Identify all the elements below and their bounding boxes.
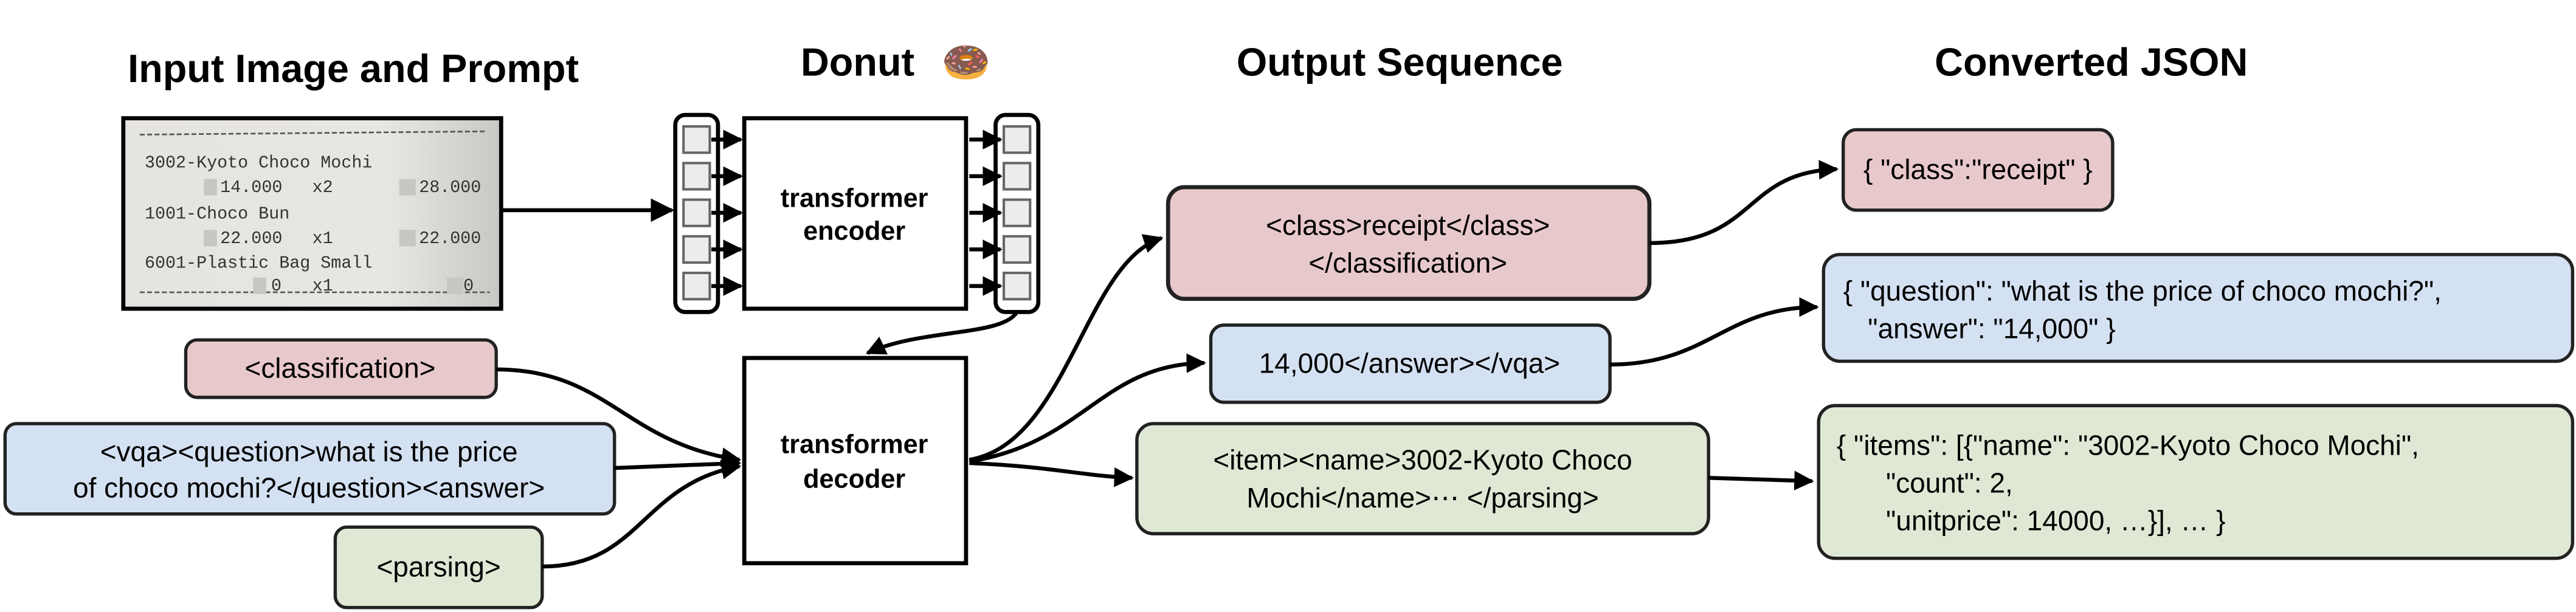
token-cell [682,198,711,227]
output-classification-line: </classification> [1308,247,1507,279]
arrow-class-to-json [1649,160,1839,246]
donut-emoji-icon: 🍩 [942,40,991,84]
receipt-item-total: 28.000 [419,177,481,198]
prompt-classification: <classification> [245,352,436,383]
header-input: Input Image and Prompt [128,46,579,91]
token-cell [682,235,711,264]
receipt-item-total: 0 [463,276,474,296]
prompt-parsing: <parsing> [376,551,500,582]
arrow-decoder-to-vqa [969,353,1206,464]
json-vqa-line: "answer": "14,000" } [1868,313,2115,345]
output-classification-line: <class>receipt</class> [1266,209,1550,241]
arrow-decoder-to-parsing [969,461,1134,487]
arrow-vqa-to-json [1610,297,1819,367]
encoder-label: transformer [781,184,928,213]
arrow-encoder-to-decoder [865,311,1019,355]
receipt-item-qty: x1 [313,229,333,249]
encoder-label: encoder [803,216,905,246]
token-cell [682,125,711,154]
arrow-prompt-parsing [542,459,742,569]
receipt-item-qty: x1 [313,276,333,296]
token-cell [1003,272,1032,301]
receipt-item-name: 3002-Kyoto Choco Mochi [145,153,372,173]
receipt-item-qty: x2 [313,177,333,198]
arrow-parsing-to-json [1708,470,1814,490]
receipt-item-price: 0 [271,276,281,296]
arrow-prompt-classification [496,367,742,467]
decoder-label: decoder [803,464,905,493]
output-parsing-box [1135,422,1710,535]
receipt-item-price: 22.000 [220,229,282,249]
arrow-prompt-vqa [614,453,742,474]
json-parsing-line: "unitprice": 14000, …}], … } [1886,505,2225,537]
token-cell [682,272,711,301]
prompt-vqa-box [3,422,616,516]
receipt-item-price: 14.000 [220,177,282,198]
token-cell [1003,125,1032,154]
receipt-item-name: 1001-Choco Bun [145,204,289,224]
transformer-decoder-block [742,356,969,566]
json-classification-box [1842,128,2115,212]
json-parsing-line: "count": 2, [1886,467,2013,499]
token-cell [1003,162,1032,191]
json-parsing-box [1817,404,2575,560]
output-parsing-line: <item><name>3002-Kyoto Choco [1213,444,1632,476]
header-output: Output Sequence [1237,40,1563,84]
json-classification: { "class":"receipt" } [1863,154,2093,185]
token-cell [1003,235,1032,264]
output-classification-box [1165,185,1652,301]
prompt-vqa-line: of choco mochi?</question><answer> [73,472,545,504]
token-cell [1003,198,1032,227]
arrow-decoder-to-class [969,234,1164,462]
header-json: Converted JSON [1935,40,2248,84]
receipt-image: 3002-Kyoto Choco Mochi 14.000 x2 28.000 … [121,116,503,311]
encoder-token-columns [673,112,1041,314]
receipt-item-name: 6001-Plastic Bag Small [145,253,372,273]
json-parsing-line: { "items": [{"name": "3002-Kyoto Choco M… [1837,429,2419,461]
header-donut: Donut [801,40,914,84]
receipt-item-total: 22.000 [419,229,481,249]
prompt-vqa-line: <vqa><question>what is the price [100,436,518,467]
json-vqa-box [1822,253,2575,363]
json-vqa-line: { "question": "what is the price of choc… [1843,275,2442,306]
output-vqa: 14,000</answer></vqa> [1259,347,1560,379]
transformer-encoder-block [742,116,969,311]
decoder-label: transformer [781,430,928,459]
output-parsing-line: Mochi</name>⋯ </parsing> [1246,482,1598,514]
token-cell [682,162,711,191]
